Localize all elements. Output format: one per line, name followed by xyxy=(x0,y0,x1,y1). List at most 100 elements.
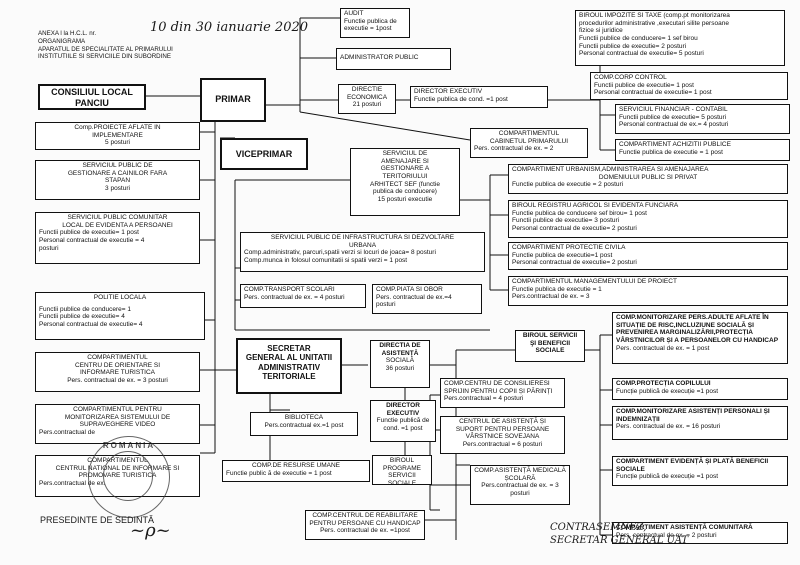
financiar-row-2-value: = 4 posturi xyxy=(697,121,729,129)
comunitara-line-1: COMPARTIMENT ASISTENȚĂ COMUNITARĂ xyxy=(616,524,753,531)
birou-serv-line-2: ŞI BENEFICII xyxy=(529,339,571,347)
contrasemnez-line-1: CONTRASEMNEZ, xyxy=(550,522,647,533)
amenajare-line-2: AMENAJARE SI xyxy=(381,157,429,165)
financiar-row-1-label: Functii publice de executie xyxy=(619,113,696,121)
admin-label: ADMINISTRATOR PUBLIC xyxy=(340,54,419,61)
urbanism-line-1: COMPARTIMENT URBANISM,ADMINISTRAREA SI A… xyxy=(512,166,709,173)
audit-line-3: executie = 1post xyxy=(344,25,392,33)
agricol-row-2: Functii publice de executie= 3 posturi xyxy=(512,217,784,225)
centru-consiliere-box: COMP.CENTRU DE CONSILIERESI SPRIJIN PENT… xyxy=(440,378,565,408)
agricol-row-1-value: = 1 post xyxy=(623,209,647,217)
dir-exec2-line-2: EXECUTIV xyxy=(386,409,420,417)
protectie-row-2-label: Personal contractual de executie xyxy=(512,259,607,267)
turism-line-2: CENTRU DE ORIENTARE SI xyxy=(74,361,161,369)
video-line-2: MONITORIZAREA SISTEMULUI DE xyxy=(64,413,171,421)
birou-serv-line-3: SOCIALE xyxy=(535,347,565,355)
header-line-4: INSTITUTIILE SI SERVICIILE DIN SUBORDINE xyxy=(38,53,171,61)
resurse-line-1: COMP.DE RESURSE UMANE xyxy=(251,462,340,469)
serviciul-amenajare-box: SERVICIUL DE AMENAJARE SI GESTIONARE A T… xyxy=(350,148,460,216)
impozite-row-3-label: Personal contractual de executie xyxy=(579,50,674,58)
politie-row-2-value: = 4 xyxy=(115,313,125,321)
corp-control-row-2-value: = 1 post xyxy=(688,89,712,97)
caini-line-4: 3 posturi xyxy=(105,184,130,192)
politie-locala-box: POLITIE LOCALA Functii publice de conduc… xyxy=(35,292,205,340)
impozite-row-1-value: = 1 sef birou xyxy=(661,34,698,42)
amenajare-line-4: TERITORIULUI xyxy=(382,172,428,180)
cabinet-primar-box: COMPARTIMENTUL CABINETUL PRIMARULUI Pers… xyxy=(470,128,588,158)
dir-econ-line-1: DIRECTIE xyxy=(351,86,383,93)
protectie-row-1-value: =1 post xyxy=(590,251,613,259)
turism-line-1: COMPARTIMENTUL xyxy=(87,354,148,361)
directie-economica-box: DIRECTIE ECONOMICA 21 posturi xyxy=(338,84,396,114)
official-stamp: ROMANIA xyxy=(88,436,170,518)
piata-line-3: posturi xyxy=(376,301,396,309)
asistenta-line-2: ASISTENȚĂ xyxy=(381,349,419,357)
financiar-row-2-label: Personal contractual de ex. xyxy=(619,121,698,129)
biblioteca-line-2: Pers.contractual ex.=1 post xyxy=(264,421,344,429)
amenajare-line-5: ARHITECT SEF (functie xyxy=(370,180,440,188)
video-line-1: COMPARTIMENTUL PENTRU xyxy=(73,406,162,413)
serviciul-caini-box: SERVICIUL PUBLIC DE GESTIONARE A CAINILO… xyxy=(35,160,200,200)
piata-line-2: Pers. contractual de ex.=4 xyxy=(376,293,452,301)
asistenta-medicala-box: COMP.ASISTENȚĂ MEDICALĂ ȘCOLARĂ Pers.con… xyxy=(470,465,570,505)
impozite-line-3: fizice si juridice xyxy=(579,27,623,35)
dir-exec2-line-4: cond. =1 post xyxy=(383,424,423,432)
infra-line-1: SERVICIUL PUBLIC DE INFRASTRUCTURA SI DE… xyxy=(270,234,455,241)
medicala-line-1: COMP.ASISTENȚĂ MEDICALĂ xyxy=(474,467,566,474)
impozite-row-1: Functii publice de conducere= 1 sef biro… xyxy=(579,35,781,43)
primar-label: PRIMAR xyxy=(215,94,251,104)
presedinte-signature-label: PRESEDINTE DE SEDINTĂ xyxy=(40,515,155,525)
agricol-row-3-label: Personal contractual de executie xyxy=(512,224,607,232)
administrator-public-box: ADMINISTRATOR PUBLIC xyxy=(336,48,451,70)
director-executiv-box: DIRECTOR EXECUTIV Functie publica de con… xyxy=(410,86,548,108)
contrasemnez-line-2: SECRETAR GENERAL UAT xyxy=(550,534,689,546)
consiliere-line-1: COMP.CENTRU DE CONSILIERESI xyxy=(444,380,550,387)
centru-varstnice-box: CENTRUL DE ASISTENȚĂ ȘI SUPORT PENTRU PE… xyxy=(440,416,565,454)
agricol-row-2-label: Functii publice de executie xyxy=(512,217,589,225)
dir-exec2-line-1: DIRECTOR xyxy=(386,402,420,409)
secretar-general-box: SECRETAR GENERAL AL UNITATII ADMINISTRAT… xyxy=(236,338,342,394)
asistenti-personali-box: COMP.MONITORIZARE ASISTENȚI PERSONALI ȘI… xyxy=(612,406,788,440)
cabinet-line-2: CABINETUL PRIMARULUI xyxy=(489,137,569,145)
comp-monitorizare-adulte-box: COMP.MONITORIZARE PERS.ADULTE AFLATE ÎN … xyxy=(612,312,788,364)
header-organigram: ORGANIGRAMA xyxy=(38,37,86,45)
birou-registru-agricol-box: BIROUL REGISTRU AGRICOL SI EVIDENTA FUNC… xyxy=(508,200,788,238)
politie-row-1-label: Functii publice de conducere xyxy=(39,305,122,313)
corp-control-row-1-label: Functii publice de executie xyxy=(594,81,671,89)
infra-line-3: Comp.administrativ, parcuri,spatii verzi… xyxy=(244,249,436,257)
copil-line-1: COMP.PROTECȚIA COPILULUI xyxy=(616,380,711,387)
evidenta-line-1: SERVICIUL PUBLIC COMUNITAR xyxy=(67,214,168,221)
consiliul-local-box: CONSILIUL LOCAL PANCIU xyxy=(38,84,146,110)
evidenta-line-2: LOCAL DE EVIDENTA A PERSOANEI xyxy=(62,221,173,229)
protectie-civila-box: COMPARTIMENT PROTECTIE CIVILA Functie pu… xyxy=(508,242,788,270)
agricol-row-2-value: = 3 posturi xyxy=(588,217,620,225)
evidenta-line-3: Functii publice de executie= 1 post xyxy=(39,229,139,237)
consiliu-line-2: PANCIU xyxy=(75,97,109,108)
directia-asistenta-sociala-box: DIRECTIA DE ASISTENȚĂ SOCIALĂ 36 posturi xyxy=(370,340,430,388)
asistenta-line-1: DIRECTIA DE xyxy=(379,342,421,349)
resurse-line-2: Functie public ă de executie = 1 post xyxy=(226,469,332,477)
birou-prog-line-3: SERVICII SOCIALE xyxy=(387,472,417,485)
asistenti-line-2: INDEMNIZAȚII xyxy=(616,415,660,423)
financiar-row-1-value: = 5 posturi xyxy=(695,113,727,121)
plata-line-2: SOCIALE xyxy=(616,465,645,473)
impozite-line-2: procedurilor administrative ,executari s… xyxy=(579,19,729,27)
medicala-line-2: ȘCOLARĂ xyxy=(504,474,536,482)
financiar-row-2: Personal contractual de ex.= 4 posturi xyxy=(619,121,786,129)
dir-exec-line-2: Functie publica de cond. =1 post xyxy=(414,95,508,103)
caini-line-1: SERVICIUL PUBLIC DE xyxy=(82,162,153,169)
varstnice-line-1: CENTRUL DE ASISTENȚĂ ȘI xyxy=(459,418,546,425)
proiecte-line-3: 5 posturi xyxy=(105,139,130,147)
document-header: ANEXA l la H.C.L. nr. ORGANIGRAMA APARAT… xyxy=(38,30,173,61)
corp-control-box: COMP.CORP CONTROL Functii publice de exe… xyxy=(590,72,788,100)
management-line-3: Pers.contractual de ex. = 3 xyxy=(512,293,590,301)
piata-line-1: COMP.PIATA SI OBOR xyxy=(376,286,443,293)
evidenta-persoanei-box: SERVICIUL PUBLIC COMUNITAR LOCAL DE EVID… xyxy=(35,212,200,264)
proiecte-line-2: IMPLEMENTARE xyxy=(92,131,143,139)
audit-line-1: AUDIT xyxy=(344,10,364,17)
asistenti-line-1: COMP.MONITORIZARE ASISTENȚI PERSONALI ȘI xyxy=(616,408,770,415)
plata-line-3: Funcție publică de execuție =1 post xyxy=(616,473,719,481)
varstnice-line-4: Pers.contractual = 6 posturi xyxy=(462,440,543,448)
evidenta-line-5: posturi xyxy=(39,244,59,252)
urbanism-line-2: DOMENIULUI PUBLIC SI PRIVAT xyxy=(598,173,698,181)
